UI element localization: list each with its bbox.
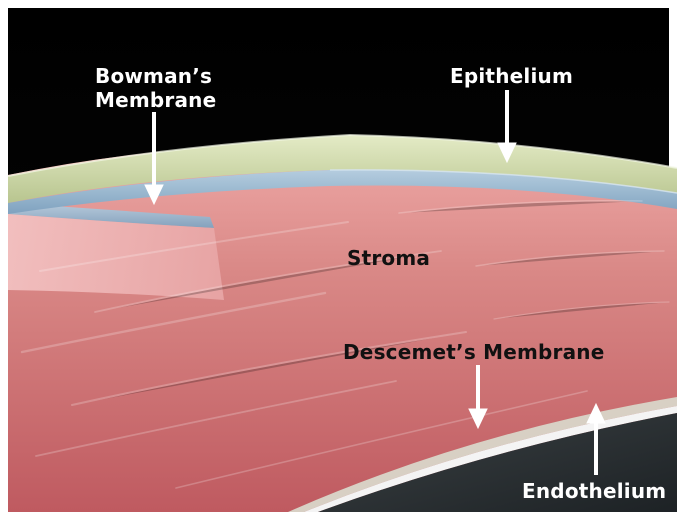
epithelium-label: Epithelium: [450, 64, 573, 88]
bowman-label-line-2: Membrane: [95, 88, 216, 112]
bowman-membrane-label: Bowman’s Membrane: [95, 64, 216, 112]
stroma-label: Stroma: [347, 246, 430, 270]
bowman-label-line-1: Bowman’s: [95, 64, 216, 88]
endothelium-label: Endothelium: [522, 479, 666, 503]
stroma-cut-face: [8, 214, 224, 300]
descemet-membrane-label: Descemet’s Membrane: [343, 340, 605, 364]
